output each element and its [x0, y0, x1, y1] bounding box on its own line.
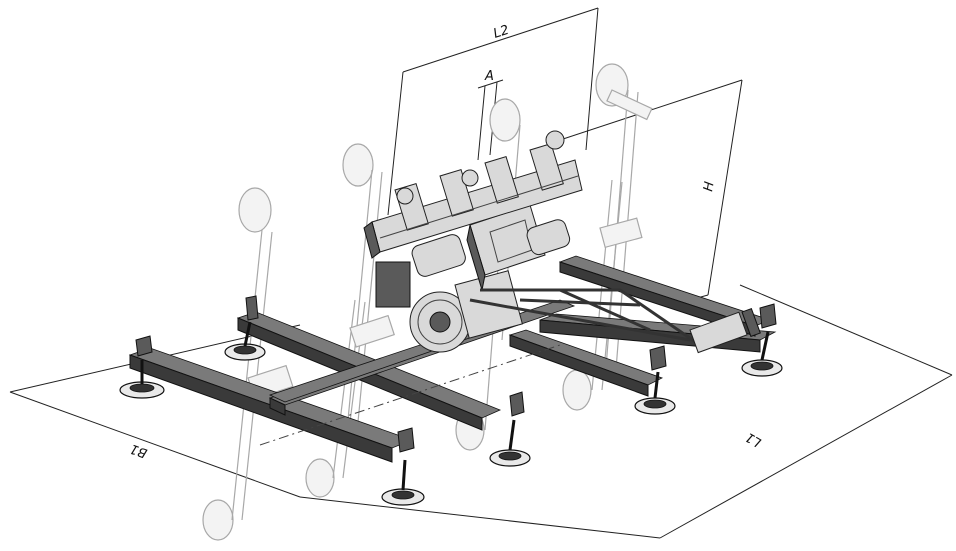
suction-cup	[224, 295, 266, 361]
dimension-l2: L2	[387, 7, 599, 216]
floor-outline	[9, 284, 953, 539]
dimension-b1-label: B1	[128, 440, 149, 460]
dimension-b1: B1	[128, 440, 149, 460]
head-bar	[363, 130, 583, 259]
dimension-a-label: A	[484, 69, 494, 84]
suction-cup	[634, 345, 676, 415]
suction-cup	[119, 335, 165, 399]
dimension-l2-label: L2	[492, 23, 511, 42]
suction-cup	[741, 303, 783, 377]
suction-cups	[119, 295, 783, 506]
suction-cup	[489, 391, 531, 467]
suction-cup	[381, 427, 425, 506]
dimension-l1: L1	[743, 429, 764, 450]
dimension-h-label: H	[701, 180, 718, 192]
dimension-l1-label: L1	[743, 429, 764, 450]
main-beams	[128, 255, 777, 463]
central-mechanism	[259, 204, 761, 446]
